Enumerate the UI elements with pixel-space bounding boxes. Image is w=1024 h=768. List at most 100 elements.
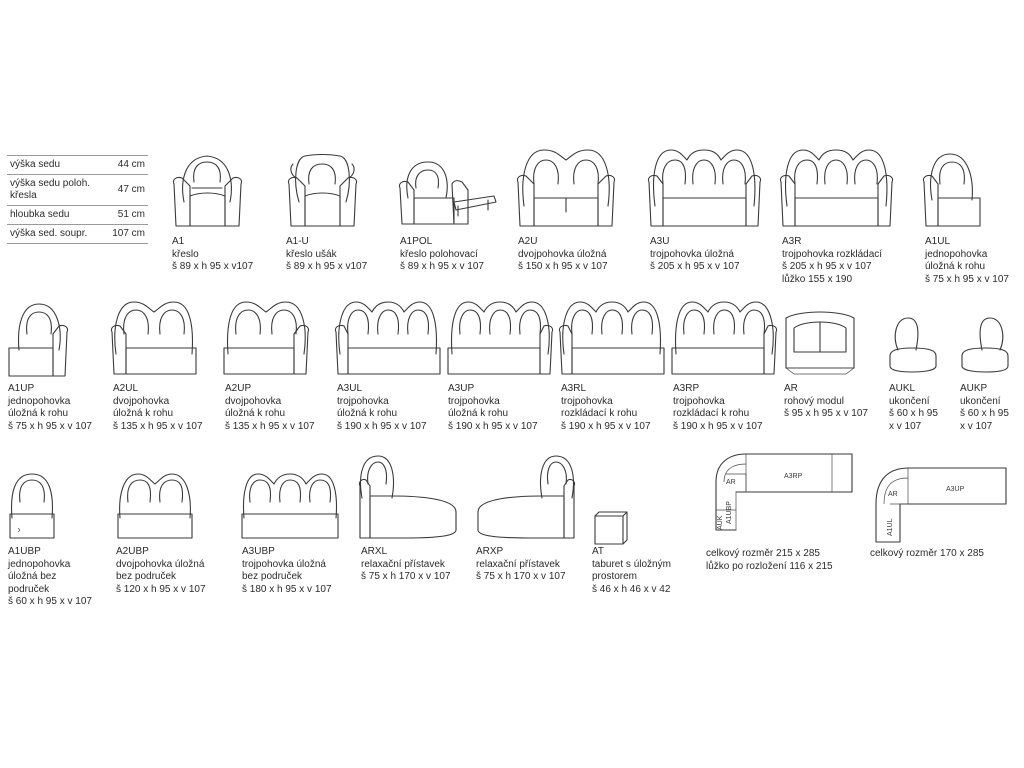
sofa-a3r-drawing <box>779 146 894 231</box>
sofa-a2u-drawing <box>516 146 616 231</box>
item-dimensions: š 135 x h 95 x v 107 <box>225 420 315 432</box>
spec-row: hloubka sedu 51 cm <box>7 205 148 225</box>
item-dimensions: š 190 x h 95 x v 107 <box>448 420 538 432</box>
single-a1ul-drawing <box>922 150 984 230</box>
caption-a3ul: A3UL trojpohovka úložná k rohu š 190 x h… <box>337 383 427 433</box>
caption-a1u: A1-U křeslo ušák š 89 x h 95 x v107 <box>286 236 367 274</box>
item-code: A2UL <box>113 383 139 394</box>
caption-a1ul: A1UL jednopohovka úložná k rohu š 75 x h… <box>925 236 1009 286</box>
item-code: A3UP <box>448 383 475 394</box>
item-dimensions: š 95 x h 95 x v 107 <box>784 408 868 419</box>
sofa-a2ul-drawing <box>110 298 198 378</box>
item-bed-size: lůžko 155 x 190 <box>782 273 853 285</box>
item-subname: úložná k rohu <box>448 408 509 419</box>
item-dimensions: š 75 x h 95 x v 107 <box>925 273 1009 285</box>
item-code: A2UBP <box>116 546 149 557</box>
seat-spec-table: výška sedu 44 cm výška sedu poloh. křesl… <box>7 155 148 244</box>
caption-a1ubp: A1UBP jednopohovka úložná bez područek š… <box>8 546 92 609</box>
caption-aukl: AUKL ukončení š 60 x h 95 x v 107 <box>889 383 938 433</box>
item-name: trojpohovka <box>561 395 613 407</box>
item-name: trojpohovka rozkládací <box>782 248 883 260</box>
item-name: křeslo ušák <box>286 248 337 260</box>
caption-a3rl: A3RL trojpohovka rozkládací k rohu š 190… <box>561 383 651 433</box>
item-subname: úložná k rohu <box>337 408 398 419</box>
plan1-label-auk: AUK <box>717 515 724 530</box>
caption-a3r: A3R trojpohovka rozkládací š 205 x h 95 … <box>782 236 882 286</box>
caption-a3ubp: A3UBP trojpohovka úložná bez područek š … <box>242 546 332 596</box>
item-code: A1UBP <box>8 546 41 557</box>
spec-row: výška sed. soupr. 107 cm <box>7 224 148 244</box>
corner-set-plan-1: AR A3RP A1UBP AUK <box>706 452 856 532</box>
item-code: AUKP <box>960 383 988 394</box>
armchair-a1u-drawing <box>285 152 360 230</box>
spec-label: výška sed. soupr. <box>7 224 103 244</box>
end-piece-aukl-drawing <box>886 314 940 376</box>
item-name: trojpohovka <box>448 395 500 407</box>
item-name: dvojpohovka <box>113 395 170 407</box>
item-dimensions: š 89 x h 95 x v107 <box>286 261 368 272</box>
caption-a3up: A3UP trojpohovka úložná k rohu š 190 x h… <box>448 383 538 433</box>
item-dimensions: š 60 x h 95 <box>960 408 1009 419</box>
spec-label: výška sedu poloh. křesla <box>7 174 103 206</box>
item-dimensions: š 120 x h 95 x v 107 <box>116 583 206 595</box>
plan2-label-ar: AR <box>888 491 898 498</box>
item-dimensions: š 205 x h 95 x v 107 <box>650 261 740 272</box>
item-dimensions: š 89 x h 95 x v107 <box>172 261 254 272</box>
item-dimensions: š 46 x h 46 x v 42 <box>592 583 671 595</box>
item-subname: bez područek <box>242 571 303 582</box>
single-a1ubp-drawing <box>6 470 58 542</box>
item-dimensions: š 190 x h 95 x v 107 <box>337 420 427 432</box>
plan2-total-size: celkový rozměr 170 x 285 <box>870 548 984 559</box>
item-dimensions: š 135 x h 95 x v 107 <box>113 420 203 432</box>
single-a1up-drawing <box>7 300 69 380</box>
caption-arxl: ARXL relaxační přístavek š 75 x h 170 x … <box>361 546 451 584</box>
item-code: A1POL <box>400 236 433 247</box>
caption-a3u: A3U trojpohovka úložná š 205 x h 95 x v … <box>650 236 740 274</box>
item-name: jednopohovka <box>925 248 988 260</box>
item-dimensions-cont: x v 107 <box>889 420 922 432</box>
caption-a2up: A2UP dvojpohovka úložná k rohu š 135 x h… <box>225 383 315 433</box>
item-code: ARXL <box>361 546 388 557</box>
spec-value: 51 cm <box>102 205 148 225</box>
plan2-caption: celkový rozměr 170 x 285 <box>870 548 984 561</box>
item-name: trojpohovka <box>673 395 725 407</box>
spec-value: 107 cm <box>102 224 148 244</box>
sofa-a2up-drawing <box>222 298 310 378</box>
item-name: trojpohovka úložná <box>242 558 326 570</box>
item-name: rohový modul <box>784 395 845 407</box>
spec-row: výška sedu poloh. křesla 47 cm <box>7 174 148 206</box>
item-name: jednopohovka <box>8 395 71 407</box>
item-code: A1-U <box>286 236 309 247</box>
item-code: ARXP <box>476 546 504 557</box>
item-dimensions: š 75 x h 170 x v 107 <box>361 571 451 582</box>
sofa-a3u-drawing <box>647 146 762 231</box>
corner-set-plan-2: AR A3UP A1UL <box>868 464 1010 544</box>
plan2-label-a1ul: A1UL <box>887 518 894 536</box>
caption-a1up: A1UP jednopohovka úložná k rohu š 75 x h… <box>8 383 92 433</box>
item-dimensions: š 190 x h 95 x v 107 <box>561 420 651 432</box>
item-code: A1UL <box>925 236 951 247</box>
caption-a3rp: A3RP trojpohovka rozkládací k rohu š 190… <box>673 383 763 433</box>
item-subname: prostorem <box>592 571 638 582</box>
item-name: relaxační přístavek <box>476 558 560 570</box>
caption-a2ubp: A2UBP dvojpohovka úložná bez područek š … <box>116 546 206 596</box>
item-dimensions: š 75 x h 170 x v 107 <box>476 571 566 582</box>
chaise-arxl-drawing <box>356 452 460 542</box>
item-dimensions: š 60 x h 95 x v 107 <box>8 596 92 607</box>
recliner-a1pol-drawing <box>398 158 498 230</box>
item-code: A3U <box>650 236 670 247</box>
item-dimensions: š 190 x h 95 x v 107 <box>673 420 763 432</box>
item-subname-cont: područek <box>8 583 50 595</box>
item-dimensions-cont: x v 107 <box>960 420 993 432</box>
item-name: trojpohovka úložná <box>650 248 734 260</box>
caption-a2u: A2U dvojpohovka úložná š 150 x h 95 x v … <box>518 236 608 274</box>
sofa-a3up-drawing <box>446 298 554 378</box>
spec-value: 47 cm <box>102 174 148 206</box>
item-name: taburet s úložným <box>592 558 671 570</box>
item-code: A2UP <box>225 383 252 394</box>
end-piece-aukp-drawing <box>958 314 1012 376</box>
item-name: ukončení <box>960 395 1001 407</box>
caption-a1: A1 křeslo š 89 x h 95 x v107 <box>172 236 253 274</box>
caption-a1pol: A1POL křeslo polohovací š 89 x h 95 x v … <box>400 236 484 274</box>
item-code: A3RP <box>673 383 700 394</box>
